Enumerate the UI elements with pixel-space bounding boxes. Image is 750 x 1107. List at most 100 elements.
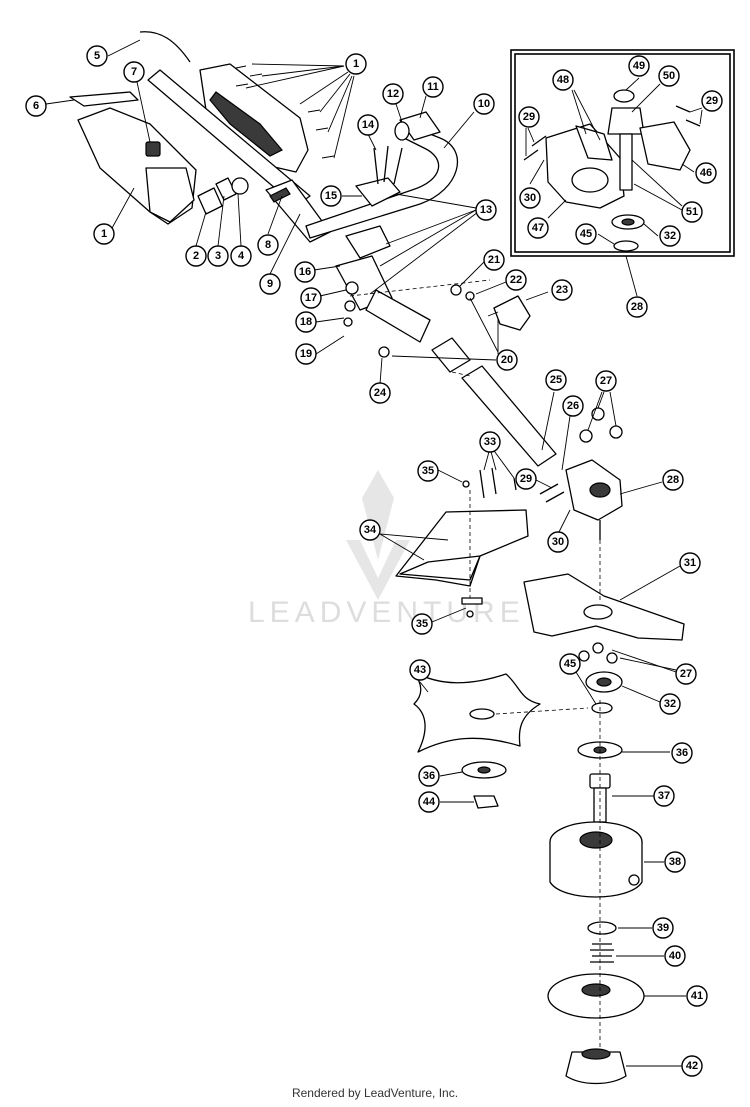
- callout-51: 51: [681, 201, 703, 223]
- plate-nut-b: [592, 642, 604, 654]
- lower-shaft: [461, 365, 557, 467]
- svg-text:22: 22: [510, 274, 522, 286]
- svg-text:40: 40: [669, 950, 681, 962]
- svg-text:16: 16: [299, 266, 311, 278]
- upper-shaft: [147, 69, 311, 207]
- assist-handle-group: [305, 111, 531, 358]
- clamp-nut-a: [345, 281, 359, 295]
- callout-16: 16: [294, 261, 316, 283]
- guard-screw-c: [513, 477, 517, 491]
- bump-knob-top: [581, 1048, 611, 1060]
- trigger-lock: [215, 177, 237, 201]
- svg-text:26: 26: [567, 400, 579, 412]
- svg-text:17: 17: [305, 292, 317, 304]
- line-spool-hub: [581, 983, 611, 997]
- callout-2: 2: [185, 245, 207, 267]
- svg-text:39: 39: [657, 922, 669, 934]
- plate-nut-c: [606, 652, 618, 664]
- svg-text:23: 23: [556, 284, 568, 296]
- callout-4: 4: [230, 245, 252, 267]
- callout-47: 47: [527, 217, 549, 239]
- svg-text:44: 44: [423, 796, 436, 808]
- svg-text:50: 50: [663, 70, 675, 82]
- svg-text:29: 29: [520, 473, 532, 485]
- throttle-cable: [139, 31, 191, 63]
- inset-housing-bore: [571, 167, 609, 193]
- guard-screw-b: [491, 467, 497, 495]
- wire-harness: [69, 91, 139, 107]
- svg-text:48: 48: [557, 74, 569, 86]
- svg-text:29: 29: [706, 95, 718, 107]
- svg-text:9: 9: [267, 278, 273, 290]
- svg-text:36: 36: [423, 770, 435, 782]
- callout-15: 15: [320, 185, 342, 207]
- callout-35-top: 35: [417, 460, 439, 482]
- ratchet-ring: [587, 921, 617, 935]
- coupler-screw: [465, 291, 475, 301]
- handle-clamp-bottom: [345, 225, 391, 259]
- svg-text:6: 6: [33, 100, 39, 112]
- callout-40: 40: [664, 945, 686, 967]
- callout-39: 39: [652, 917, 674, 939]
- callout-23: 23: [551, 279, 573, 301]
- svg-text:7: 7: [131, 66, 137, 78]
- callout-20: 20: [496, 349, 518, 371]
- footer-credit: Rendered by LeadVenture, Inc.: [291, 1086, 459, 1100]
- callout-45-lower: 45: [559, 653, 581, 675]
- svg-text:5: 5: [94, 50, 100, 62]
- bump-knob: [565, 1051, 627, 1085]
- callout-26: 26: [562, 395, 584, 417]
- lower-shaft-group: [431, 337, 623, 540]
- callout-36-right: 36: [671, 742, 693, 764]
- gear-screw-b: [545, 491, 565, 503]
- svg-text:18: 18: [300, 316, 312, 328]
- svg-text:15: 15: [325, 190, 337, 202]
- inset-bearing-top: [613, 89, 635, 103]
- callout-48: 48: [552, 69, 574, 91]
- throttle-trigger: [197, 187, 223, 215]
- svg-text:27: 27: [600, 375, 612, 387]
- motor-core: [209, 91, 283, 157]
- svg-text:20: 20: [501, 354, 513, 366]
- guard-washer-bottom: [466, 610, 474, 618]
- svg-text:10: 10: [478, 98, 490, 110]
- head-spring: [590, 943, 614, 963]
- svg-text:45: 45: [564, 658, 576, 670]
- guard-group: [395, 467, 685, 664]
- callout-49: 49: [628, 55, 650, 77]
- cutting-head-group: [413, 671, 645, 1085]
- guard-extension: [399, 555, 481, 581]
- callout-12: 12: [382, 83, 404, 105]
- svg-text:47: 47: [532, 222, 544, 234]
- clamp-bolt-a: [373, 147, 379, 185]
- trimmer-drum-bearing: [579, 831, 613, 849]
- callout-27-top: 27: [595, 370, 617, 392]
- callout-27-lower: 27: [675, 663, 697, 685]
- svg-text:41: 41: [691, 990, 703, 1002]
- callout-43: 43: [409, 659, 431, 681]
- svg-text:32: 32: [664, 698, 676, 710]
- callout-36-left: 36: [418, 765, 440, 787]
- svg-text:12: 12: [387, 88, 399, 100]
- svg-text:45: 45: [580, 228, 592, 240]
- coupler-knob: [493, 295, 531, 331]
- inset-bevel-gear: [607, 107, 645, 135]
- inset-washer: [613, 240, 639, 252]
- callout-28-right: 28: [662, 469, 684, 491]
- svg-text:1: 1: [353, 58, 359, 70]
- svg-text:27: 27: [680, 668, 692, 680]
- inset-pinion-gear: [575, 125, 613, 161]
- svg-text:31: 31: [684, 557, 696, 569]
- callout-11: 11: [422, 76, 444, 98]
- svg-text:35: 35: [422, 465, 434, 477]
- inset-screw-b: [531, 135, 547, 147]
- handle-plug: [394, 121, 410, 141]
- svg-text:8: 8: [265, 239, 271, 251]
- inset-frame: [510, 49, 735, 257]
- callout-8: 8: [257, 234, 279, 256]
- callout-19: 19: [295, 343, 317, 365]
- shaft-collar: [269, 187, 291, 203]
- callout-42: 42: [681, 1055, 703, 1077]
- svg-text:30: 30: [552, 536, 564, 548]
